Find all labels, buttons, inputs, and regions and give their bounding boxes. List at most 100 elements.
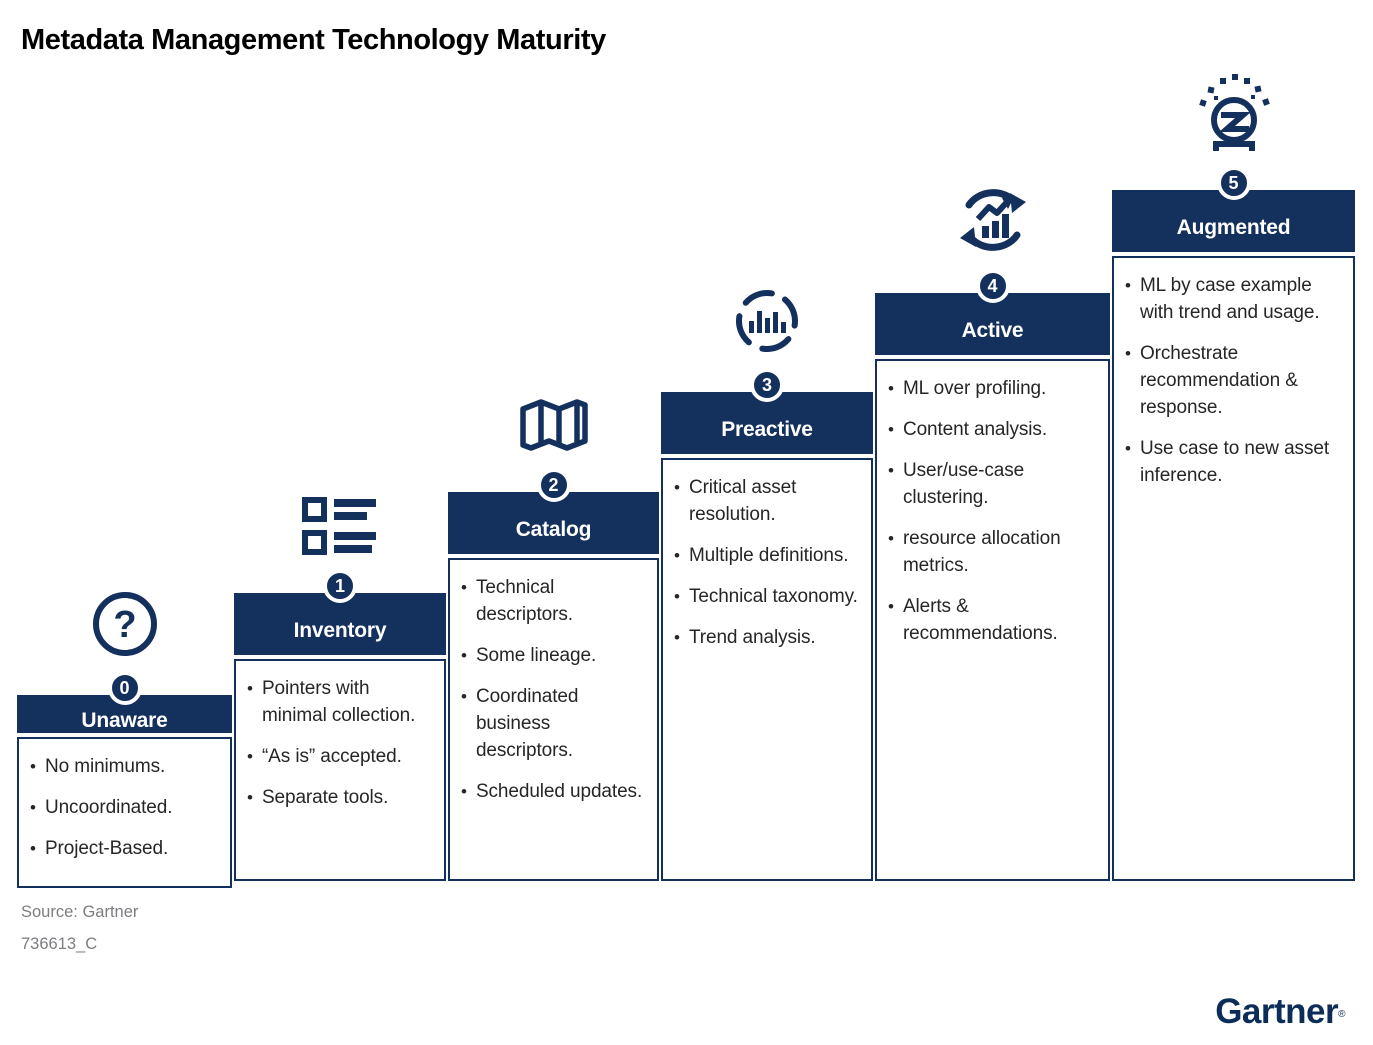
bullet-text: resource allocation metrics. xyxy=(902,528,1061,576)
bullet-text: Multiple definitions. xyxy=(688,545,849,566)
bullet-marker: • xyxy=(888,420,894,439)
bullet-marker: • xyxy=(888,461,894,480)
augmented-intelligence-icon xyxy=(1112,74,1355,152)
bullet-marker: • xyxy=(461,578,467,597)
bullet-item: • Project-Based. xyxy=(30,835,222,862)
bullet-marker: • xyxy=(1125,276,1131,295)
bullet-text: User/use-case clustering. xyxy=(902,460,1025,508)
bullet-item: • resource allocation metrics. xyxy=(888,525,1100,579)
bullet-marker: • xyxy=(1125,439,1131,458)
gartner-logo: Gartner® xyxy=(1215,992,1345,1032)
bullet-item: • Technical descriptors. xyxy=(461,574,649,628)
bullet-item: • Scheduled updates. xyxy=(461,778,649,805)
bullet-item: • Content analysis. xyxy=(888,416,1100,443)
stage-title: Unaware xyxy=(81,709,168,732)
bullet-marker: • xyxy=(247,747,253,766)
bullet-text: Content analysis. xyxy=(902,419,1048,440)
svg-text:?: ? xyxy=(113,604,136,646)
bullet-item: • User/use-case clustering. xyxy=(888,457,1100,511)
bullet-text: Uncoordinated. xyxy=(44,797,173,818)
stage-bullet-list: •Critical asset resolution.•Multiple def… xyxy=(661,458,873,881)
bullet-item: • ML by case example with trend and usage… xyxy=(1125,272,1345,326)
stage-number-badge: 0 xyxy=(107,671,142,705)
bullet-marker: • xyxy=(461,782,467,801)
bullet-text: Technical descriptors. xyxy=(475,577,573,625)
bullet-item: • Coordinated business descriptors. xyxy=(461,683,649,764)
bullet-marker: • xyxy=(30,757,36,776)
bullet-text: ML by case example with trend and usage. xyxy=(1139,275,1320,323)
bullet-marker: • xyxy=(674,628,680,647)
bullet-text: Use case to new asset inference. xyxy=(1139,438,1330,486)
bullet-marker: • xyxy=(30,798,36,817)
bullet-item: • Uncoordinated. xyxy=(30,794,222,821)
bullet-item: •Multiple definitions. xyxy=(674,542,863,569)
stage-bullet-list: •Technical descriptors.•Some lineage.•Co… xyxy=(448,558,659,881)
bullet-marker: • xyxy=(674,587,680,606)
registered-trademark-symbol: ® xyxy=(1338,1009,1345,1020)
stage-bullet-list: • No minimums. • Uncoordinated. • Project-Bas… xyxy=(17,737,232,888)
stage-title: Preactive xyxy=(721,418,813,441)
stage-number-badge: 2 xyxy=(536,468,571,502)
bullet-marker: • xyxy=(888,597,894,616)
bullet-item: • Use case to new asset inference. xyxy=(1125,435,1345,489)
chart-cycle-icon xyxy=(875,189,1110,255)
bullet-text: Technical taxonomy. xyxy=(688,586,858,607)
bullet-text: Critical asset resolution. xyxy=(688,477,797,525)
bullet-item: • Trend analysis. xyxy=(674,624,863,651)
stage-bullet-list: •ML over profiling.•Content analysis.•Us… xyxy=(875,359,1110,881)
bullet-marker: • xyxy=(888,379,894,398)
bullet-item: • “As is” accepted. xyxy=(247,743,436,770)
bullet-text: Separate tools. xyxy=(261,787,389,808)
bullet-marker: • xyxy=(461,687,467,706)
stage-number-badge: 5 xyxy=(1216,166,1251,200)
source-note: Source: Gartner xyxy=(21,903,139,921)
question-icon: ? xyxy=(17,592,232,657)
stage-bullet-list: • ML by case example with trend and usage… xyxy=(1112,256,1355,881)
stage-number-badge: 4 xyxy=(975,269,1010,303)
map-icon xyxy=(448,392,659,454)
bullet-text: Coordinated business descriptors. xyxy=(475,686,579,761)
bullet-marker: • xyxy=(888,529,894,548)
bullet-text: Trend analysis. xyxy=(688,627,816,648)
bullet-text: “As is” accepted. xyxy=(261,746,402,767)
bullet-marker: • xyxy=(247,788,253,807)
bullet-marker: • xyxy=(674,478,680,497)
bullet-marker: • xyxy=(247,679,253,698)
stage-title: Augmented xyxy=(1176,216,1291,239)
bullet-item: • No minimums. xyxy=(30,753,222,780)
chart-circle-icon xyxy=(661,290,873,354)
bullet-item: • Critical asset resolution. xyxy=(674,474,863,528)
bullet-marker: • xyxy=(30,839,36,858)
bullet-marker: • xyxy=(1125,344,1131,363)
bullet-text: Scheduled updates. xyxy=(475,781,643,802)
bullet-text: No minimums. xyxy=(44,756,166,777)
gartner-logo-text: Gartner xyxy=(1215,992,1339,1031)
bullet-item: • Orchestrate recommendation & response. xyxy=(1125,340,1345,421)
document-code: 736613_C xyxy=(21,935,98,953)
bullet-text: Alerts & recommendations. xyxy=(902,596,1058,644)
bullet-item: • Technical taxonomy. xyxy=(674,583,863,610)
bullet-item: • Alerts & recommendations. xyxy=(888,593,1100,647)
stage-bullet-list: •Pointers with minimal collection.•“As i… xyxy=(234,659,446,881)
bullet-text: Project-Based. xyxy=(44,838,169,859)
bullet-text: Orchestrate recommendation & response. xyxy=(1139,343,1298,418)
list-icon xyxy=(234,493,446,555)
bullet-item: •ML over profiling. xyxy=(888,375,1100,402)
stage-title: Catalog xyxy=(515,518,592,541)
bullet-text: Some lineage. xyxy=(475,645,597,666)
bullet-item: •Some lineage. xyxy=(461,642,649,669)
bullet-item: • Separate tools. xyxy=(247,784,436,811)
